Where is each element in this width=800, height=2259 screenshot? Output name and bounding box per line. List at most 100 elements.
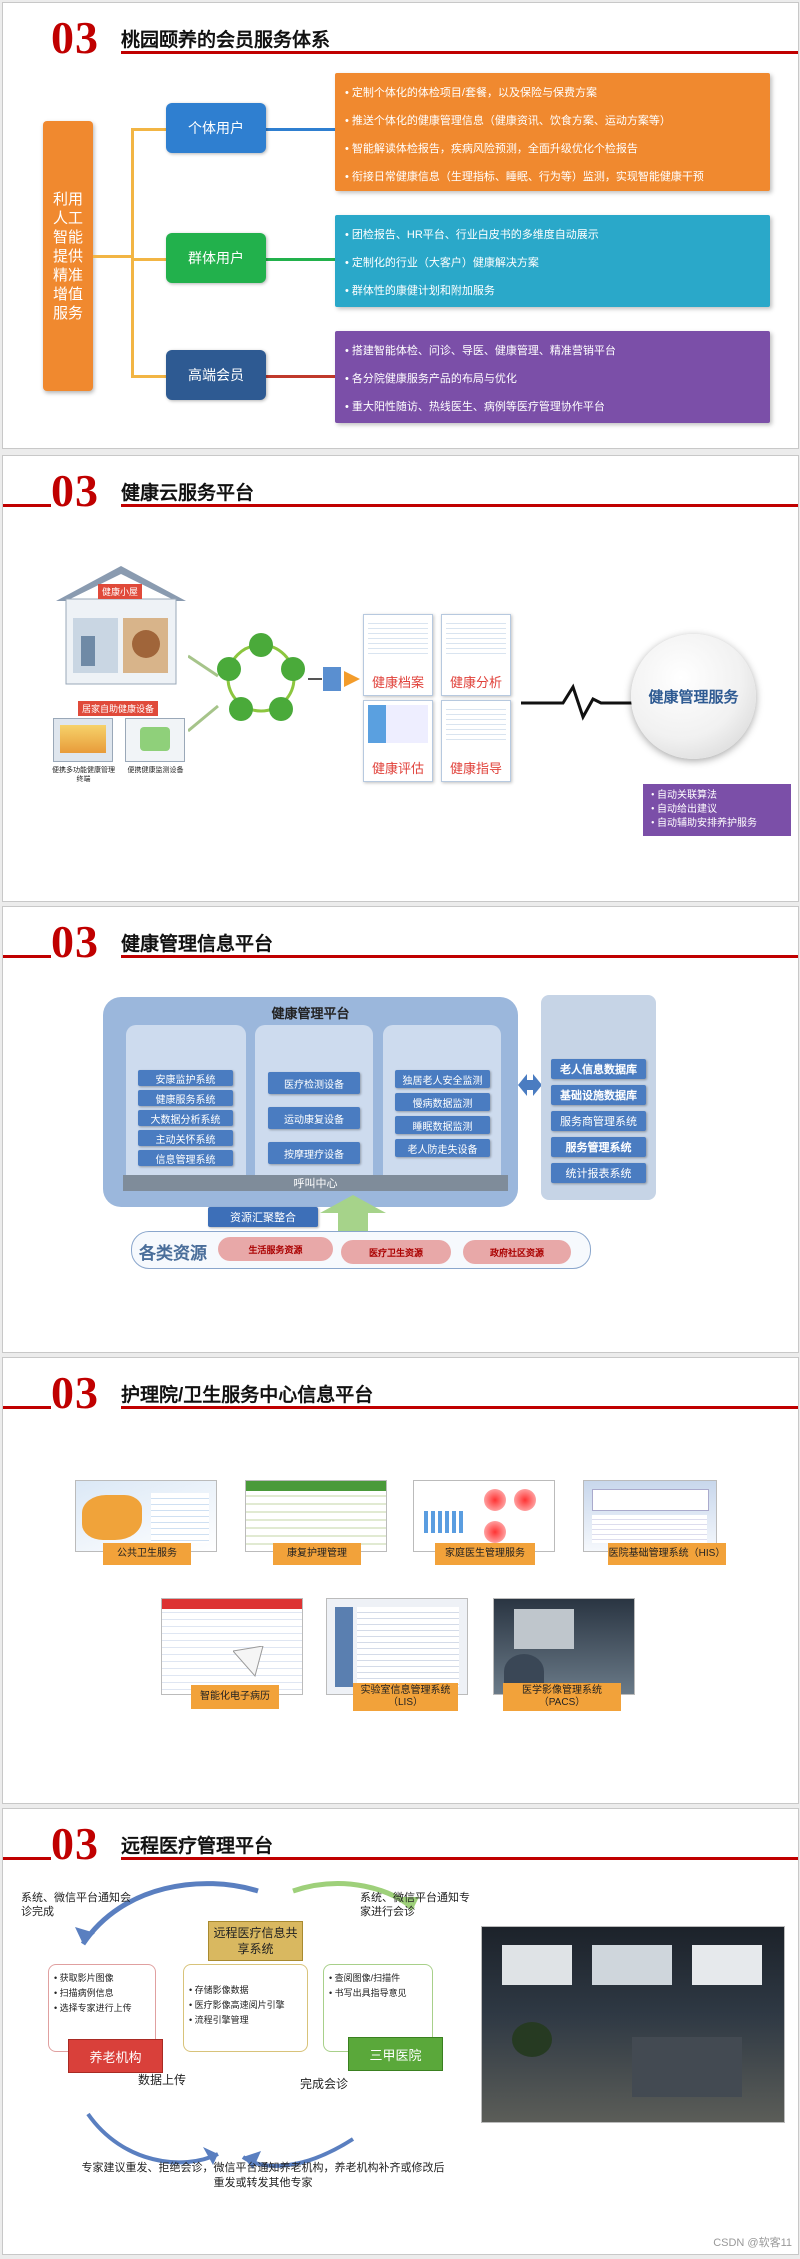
database-item[interactable]: 服务管理系统	[551, 1137, 646, 1157]
slide-health-cloud: 03 健康云服务平台 健康小屋 居家自助健康设备 便携多功能健康管理终端 便携健…	[2, 455, 799, 902]
resources-label: 各类资源	[139, 1244, 207, 1263]
device-caption-2: 便携健康监测设备	[127, 767, 184, 774]
database-item[interactable]: 统计报表系统	[551, 1163, 646, 1183]
device-item[interactable]: 运动康复设备	[268, 1107, 360, 1129]
system-label[interactable]: 医院基础管理系统（HIS）	[608, 1543, 726, 1565]
aggregation-button[interactable]: 资源汇聚整合	[208, 1207, 318, 1227]
platform-title: 健康管理平台	[271, 1006, 350, 1021]
resource-pill[interactable]: 政府社区资源	[463, 1240, 571, 1264]
server-icon	[308, 667, 360, 691]
list-item: • 定制个体化的体检项目/套餐，以及保险与保费方案	[345, 87, 597, 99]
left-task-list: • 获取影片图像 • 扫描病例信息 • 选择专家进行上传	[48, 1964, 156, 2052]
title-rule	[121, 1857, 798, 1860]
list-item: • 搭建智能体检、问诊、导医、健康管理、精准营销平台	[345, 345, 616, 357]
resource-pill[interactable]: 医疗卫生资源	[341, 1240, 451, 1264]
flow-arcs-icon	[75, 1881, 419, 2169]
system-label[interactable]: 公共卫生服务	[103, 1543, 191, 1565]
list-item: • 衔接日常健康信息（生理指标、睡眠、行为等）监测，实现智能健康干预	[345, 171, 704, 183]
pointer-arrow-icon	[233, 1646, 264, 1678]
health-record-card[interactable]: 健康档案	[363, 614, 433, 696]
list-item: • 自动辅助安排养护服务	[651, 818, 758, 829]
database-item[interactable]: 基础设施数据库	[551, 1085, 646, 1105]
monitor-item[interactable]: 睡眠数据监测	[395, 1116, 490, 1134]
list-item: • 选择专家进行上传	[54, 2003, 132, 2013]
group-individual-button[interactable]: 个体用户	[166, 103, 266, 153]
list-item: • 各分院健康服务产品的布局与优化	[345, 373, 517, 385]
title-rule-left	[3, 955, 51, 958]
center-title: 远程医疗信息共享系统	[213, 1926, 298, 1956]
title-rule	[121, 504, 798, 507]
section-number: 03	[51, 916, 99, 967]
device-item[interactable]: 医疗检测设备	[268, 1072, 360, 1094]
nursing-home-node[interactable]: 养老机构	[68, 2039, 163, 2073]
health-assessment-card[interactable]: 健康评估	[363, 700, 433, 782]
group-premium-button[interactable]: 高端会员	[166, 350, 266, 400]
slide-telemedicine: 03 远程医疗管理平台 系统、微信平台通知会诊完成 系统、微信平台通知专家进行会…	[2, 1808, 799, 2255]
lis-screenshot	[326, 1598, 468, 1695]
device-item[interactable]: 按摩理疗设备	[268, 1142, 360, 1164]
family-doctor-screenshot	[413, 1480, 555, 1552]
system-item[interactable]: 信息管理系统	[138, 1150, 233, 1166]
link-individual	[265, 128, 335, 131]
list-item: • 推送个体化的健康管理信息（健康资讯、饮食方案、运动方案等）	[345, 115, 671, 127]
hut-label: 健康小屋	[98, 584, 143, 599]
title-rule-left	[3, 504, 51, 507]
ai-service-label: 利用人工智能提供精准增值服务	[43, 121, 93, 391]
monitor-item[interactable]: 老人防走失设备	[395, 1139, 490, 1157]
up-arrow-icon	[320, 1195, 386, 1231]
health-management-service-circle: 健康管理服务	[631, 634, 756, 759]
system-item[interactable]: 健康服务系统	[138, 1090, 233, 1106]
monitor-item[interactable]: 慢病数据监测	[395, 1093, 490, 1111]
emr-screenshot	[161, 1598, 303, 1695]
hospital-node[interactable]: 三甲医院	[348, 2037, 443, 2071]
system-label[interactable]: 家庭医生管理服务	[435, 1543, 535, 1565]
his-screenshot	[583, 1480, 717, 1552]
health-guidance-card[interactable]: 健康指导	[441, 700, 511, 782]
list-item: • 定制化的行业（大客户）健康解决方案	[345, 257, 539, 269]
premium-items-panel: • 搭建智能体检、问诊、导医、健康管理、精准营销平台 • 各分院健康服务产品的布…	[335, 331, 770, 423]
slide-info-platform: 03 健康管理信息平台 健康管理平台 安康监护系统 健康服务系统 大数据分析系统…	[2, 906, 799, 1353]
list-item: • 查阅图像/扫描件	[329, 1973, 401, 1983]
slide-title: 护理院/卫生服务中心信息平台	[121, 1385, 374, 1406]
circle-label: 健康管理服务	[648, 689, 739, 706]
group-collective-button[interactable]: 群体用户	[166, 233, 266, 283]
pulse-line-icon	[521, 683, 636, 721]
section-number: 03	[51, 1818, 99, 1869]
resource-pill[interactable]: 生活服务资源	[218, 1237, 333, 1261]
list-item: • 团检报告、HR平台、行业白皮书的多维度自动展示	[345, 229, 599, 241]
green-ring-icon	[217, 633, 305, 721]
call-center-label: 呼叫中心	[293, 1178, 338, 1190]
feature-list: • 自动关联算法 • 自动给出建议 • 自动辅助安排养护服务	[643, 784, 791, 836]
link-premium	[265, 375, 335, 378]
list-item: • 自动给出建议	[651, 804, 718, 815]
public-health-screenshot	[75, 1480, 217, 1552]
slide-title: 健康云服务平台	[121, 483, 255, 504]
slide-nursing-platform: 03 护理院/卫生服务中心信息平台 公共卫生服务 康复护理管理 家庭医生管理服务…	[2, 1357, 799, 1804]
rehab-screenshot	[245, 1480, 387, 1552]
system-item[interactable]: 安康监护系统	[138, 1070, 233, 1086]
system-label[interactable]: 实验室信息管理系统（LIS）	[353, 1683, 458, 1711]
database-item[interactable]: 老人信息数据库	[551, 1059, 646, 1079]
list-item: • 重大阳性随访、热线医生、病例等医疗管理协作平台	[345, 401, 605, 413]
bottom-description: 专家建议重发、拒绝会诊，微信平台通知养老机构，养老机构补齐或修改后重发或转发其他…	[81, 2162, 445, 2189]
list-item: • 扫描病例信息	[54, 1988, 114, 1998]
ai-service-text: 利用人工智能提供精准增值服务	[52, 190, 83, 322]
control-room-photo	[481, 1926, 785, 2123]
system-item[interactable]: 主动关怀系统	[138, 1130, 233, 1146]
system-label[interactable]: 康复护理管理	[273, 1543, 361, 1565]
center-task-list: • 存储影像数据 • 医疗影像高速阅片引擎 • 流程引擎管理	[183, 1964, 308, 2052]
list-item: • 自动关联算法	[651, 790, 718, 801]
system-label[interactable]: 智能化电子病历	[191, 1685, 279, 1709]
system-item[interactable]: 大数据分析系统	[138, 1110, 233, 1126]
monitor-item[interactable]: 独居老人安全监测	[395, 1070, 490, 1088]
database-item[interactable]: 服务商管理系统	[551, 1111, 646, 1131]
list-item: • 群体性的康健计划和附加服务	[345, 285, 495, 297]
flow-arrows-icon	[188, 654, 219, 733]
section-number: 03	[51, 1367, 99, 1418]
tree-branch-3	[131, 375, 166, 378]
complete-label: 完成会诊	[300, 2077, 349, 2091]
system-label[interactable]: 医学影像管理系统（PACS）	[503, 1683, 621, 1711]
list-item: • 存储影像数据	[189, 1985, 249, 1995]
health-analysis-card[interactable]: 健康分析	[441, 614, 511, 696]
center-system-box: 远程医疗信息共享系统	[208, 1921, 303, 1961]
